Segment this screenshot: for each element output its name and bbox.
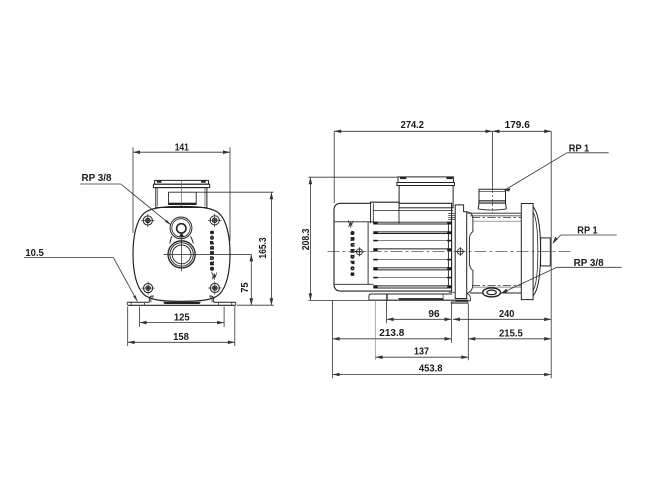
svg-text:RP 1: RP 1 <box>577 226 598 237</box>
svg-text:RP 3/8: RP 3/8 <box>574 258 604 269</box>
svg-text:96: 96 <box>428 309 440 320</box>
svg-text:125: 125 <box>174 313 190 324</box>
svg-text:453.8: 453.8 <box>419 364 443 375</box>
svg-text:158: 158 <box>173 332 189 343</box>
svg-text:141: 141 <box>175 143 190 154</box>
svg-text:165.3: 165.3 <box>258 237 269 259</box>
svg-text:240: 240 <box>499 309 515 320</box>
svg-text:274.2: 274.2 <box>401 120 425 131</box>
svg-text:10.5: 10.5 <box>25 248 44 259</box>
svg-text:137: 137 <box>414 347 429 358</box>
svg-text:179.6: 179.6 <box>505 120 531 131</box>
svg-text:RP 1: RP 1 <box>569 143 590 154</box>
svg-text:215.5: 215.5 <box>499 328 523 339</box>
svg-text:208.3: 208.3 <box>301 228 312 250</box>
svg-text:75: 75 <box>240 282 251 293</box>
svg-text:GRUNDFOS: GRUNDFOS <box>210 229 215 271</box>
svg-text:GRUNDFOS: GRUNDFOS <box>350 231 355 278</box>
svg-text:RP 3/8: RP 3/8 <box>82 173 112 184</box>
svg-text:213.8: 213.8 <box>379 328 404 339</box>
